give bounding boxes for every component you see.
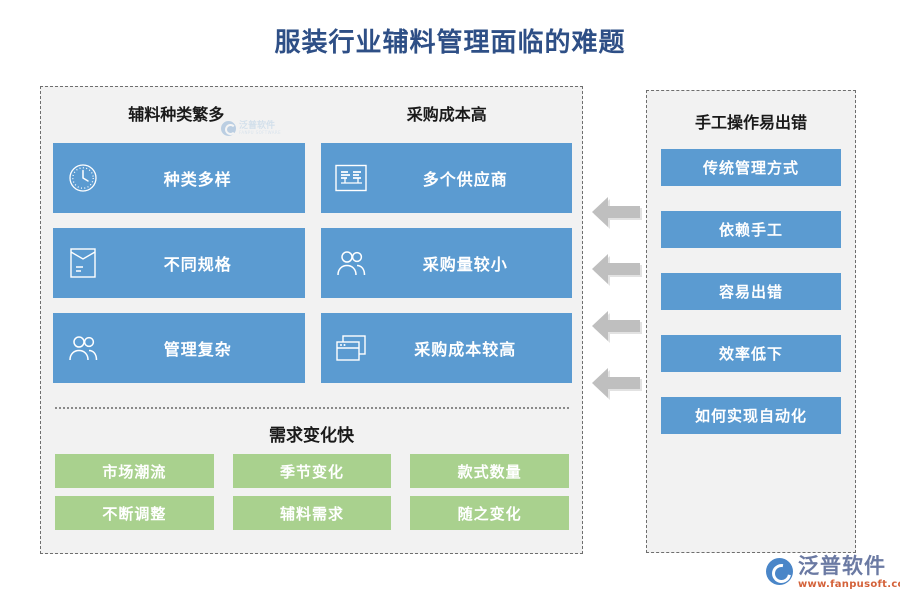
column-heading-variety: 辅料种类繁多 xyxy=(128,105,225,124)
left-problem-panel: 辅料种类繁多 采购成本高 种类多样 xyxy=(40,86,583,554)
card-complex-management[interactable]: 管理复杂 xyxy=(53,313,305,383)
tag-constant-adjust[interactable]: 不断调整 xyxy=(55,496,214,530)
envelope-icon xyxy=(53,228,113,298)
tag-follow-change[interactable]: 随之变化 xyxy=(410,496,570,530)
windows-icon xyxy=(321,313,381,383)
card-high-cost[interactable]: 采购成本较高 xyxy=(320,313,572,383)
right-panel-list: 传统管理方式 依赖手工 容易出错 效率低下 如何实现自动化 xyxy=(661,149,841,459)
brand-url: www.fanpusoft.com xyxy=(798,579,900,590)
card-small-volume[interactable]: 采购量较小 xyxy=(320,228,572,298)
green-section-heading: 需求变化快 xyxy=(269,426,354,446)
brand-logo: 泛普软件 www.fanpusoft.com xyxy=(766,556,900,590)
users-icon xyxy=(53,313,113,383)
right-item-low-efficiency[interactable]: 效率低下 xyxy=(661,335,841,372)
arrow-left-icon xyxy=(590,366,642,400)
section-divider xyxy=(55,407,569,409)
tag-season-change[interactable]: 季节变化 xyxy=(232,454,392,488)
tag-row: 市场潮流 季节变化 款式数量 xyxy=(55,454,570,488)
card-label: 采购成本较高 xyxy=(414,340,517,359)
card-row: 管理复杂 采购成本较高 xyxy=(53,313,572,383)
users-icon xyxy=(321,228,381,298)
card-label: 采购量较小 xyxy=(422,255,508,274)
tag-market-trend[interactable]: 市场潮流 xyxy=(55,454,214,488)
card-row: 不同规格 采购量较小 xyxy=(53,228,572,298)
card-multi-supplier[interactable]: 多个供应商 xyxy=(320,143,572,213)
tag-style-count[interactable]: 款式数量 xyxy=(410,454,570,488)
right-item-traditional[interactable]: 传统管理方式 xyxy=(661,149,841,186)
card-label: 种类多样 xyxy=(163,170,232,189)
demand-tag-grid: 市场潮流 季节变化 款式数量 不断调整 辅料需求 随之变化 xyxy=(55,454,570,538)
brand-name: 泛普软件 xyxy=(798,554,886,578)
clock-icon xyxy=(53,143,113,213)
right-item-automation[interactable]: 如何实现自动化 xyxy=(661,397,841,434)
card-different-spec[interactable]: 不同规格 xyxy=(53,228,305,298)
card-label: 多个供应商 xyxy=(422,170,508,189)
arrow-group xyxy=(590,195,642,400)
org-chart-icon xyxy=(321,143,381,213)
card-label: 不同规格 xyxy=(163,255,232,274)
problem-card-grid: 种类多样 泛普软件 FANPU SOFTWARE xyxy=(53,121,572,398)
arrow-left-icon xyxy=(590,252,642,286)
right-item-error-prone[interactable]: 容易出错 xyxy=(661,273,841,310)
tag-material-demand[interactable]: 辅料需求 xyxy=(232,496,392,530)
card-row: 种类多样 泛普软件 FANPU SOFTWARE xyxy=(53,121,572,213)
right-manual-panel: 手工操作易出错 传统管理方式 依赖手工 容易出错 效率低下 如何实现自动化 xyxy=(646,90,856,553)
card-label: 管理复杂 xyxy=(163,340,232,359)
right-panel-heading: 手工操作易出错 xyxy=(694,113,807,132)
right-item-manual[interactable]: 依赖手工 xyxy=(661,211,841,248)
watermark-sub: FANPU SOFTWARE xyxy=(239,130,282,135)
column-headings: 辅料种类繁多 采购成本高 xyxy=(41,101,582,125)
arrow-left-icon xyxy=(590,309,642,343)
tag-row: 不断调整 辅料需求 随之变化 xyxy=(55,496,570,530)
arrow-left-icon xyxy=(590,195,642,229)
page-title: 服装行业辅料管理面临的难题 xyxy=(274,28,626,58)
fanpu-mark-icon xyxy=(766,558,793,585)
column-heading-cost: 采购成本高 xyxy=(406,105,487,124)
card-variety[interactable]: 种类多样 泛普软件 FANPU SOFTWARE xyxy=(53,121,305,213)
